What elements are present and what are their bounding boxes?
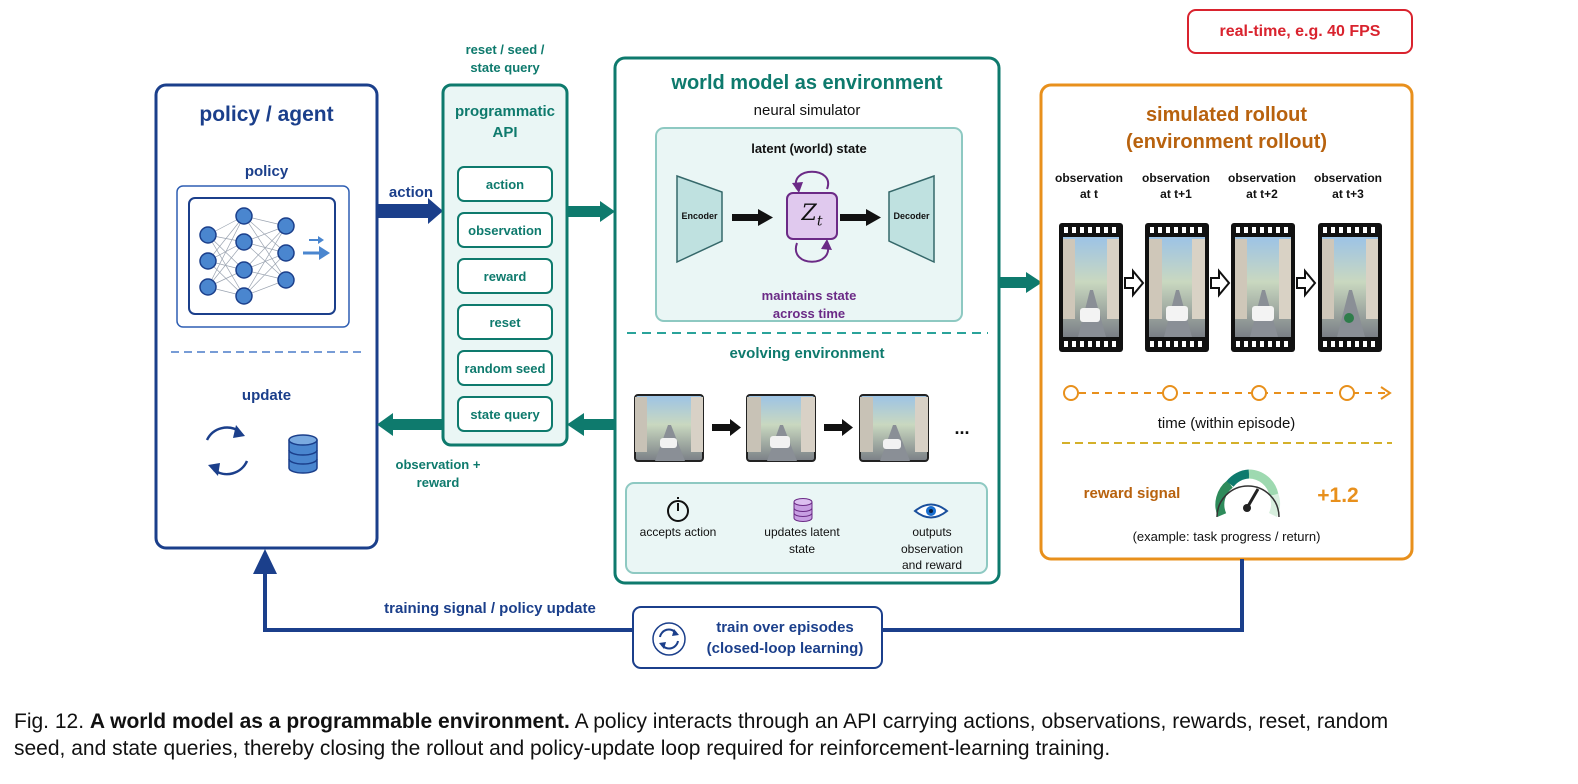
database-icon bbox=[288, 434, 318, 474]
timeline bbox=[1063, 385, 1392, 401]
film-frame-t3 bbox=[1318, 223, 1382, 352]
decoder-label: Decoder bbox=[893, 211, 930, 221]
feature-updates-latent-line1: updates latent bbox=[764, 525, 840, 539]
api-item-reset: reset bbox=[457, 304, 553, 340]
realtime-badge-text: real-time, e.g. 40 FPS bbox=[1219, 23, 1381, 40]
rollout-title-line1: simulated rollout bbox=[1145, 104, 1308, 126]
world-model-title: world model as environment bbox=[671, 72, 943, 94]
feature-accepts-action: accepts action bbox=[639, 525, 717, 539]
caption-bold: A world model as a programmable environm… bbox=[89, 710, 570, 733]
rollout-panel bbox=[1039, 83, 1414, 561]
observation-reward-arrow bbox=[377, 413, 443, 436]
realtime-badge bbox=[1187, 9, 1413, 54]
feature-updates-latent-line2: state bbox=[788, 542, 815, 556]
loop-box-line1: train over episodes bbox=[716, 619, 854, 636]
encoder-shape bbox=[676, 174, 723, 264]
obs-t2-line2: at t+2 bbox=[1246, 187, 1278, 201]
encoder-label: Encoder bbox=[681, 211, 718, 221]
feedback-loop-arrowhead bbox=[253, 549, 277, 574]
obs-t3-line1: observation bbox=[1313, 171, 1382, 185]
evolving-frame-3 bbox=[859, 394, 929, 462]
obs-t3-line2: at t+3 bbox=[1332, 187, 1364, 201]
feature-outputs-line1: outputs bbox=[912, 525, 952, 539]
latent-database-icon bbox=[793, 498, 813, 522]
action-arrow bbox=[377, 198, 443, 224]
api-to-world-arrow bbox=[567, 201, 615, 222]
film-arrow-2 bbox=[1210, 268, 1231, 298]
encoder-to-latent-arrow bbox=[732, 209, 773, 226]
latent-symbol: Zt bbox=[801, 201, 823, 230]
decoder-shape bbox=[888, 174, 935, 264]
evolving-ellipsis: ... bbox=[954, 418, 970, 438]
figure-caption: Fig. 12. A world model as a programmable… bbox=[14, 708, 1564, 762]
film-frame-t bbox=[1059, 223, 1123, 352]
film-arrow-3 bbox=[1296, 268, 1317, 298]
feature-outputs-line3: and reward bbox=[901, 558, 963, 572]
world-to-rollout-arrow bbox=[999, 272, 1042, 293]
action-arrow-label: action bbox=[388, 184, 434, 201]
observation-reward-label-line1: observation + bbox=[395, 457, 481, 472]
example-note: (example: task progress / return) bbox=[1132, 529, 1321, 544]
obs-t1-line1: observation bbox=[1141, 171, 1210, 185]
reward-signal-label: reward signal bbox=[1083, 485, 1181, 502]
feedback-loop-line-left bbox=[263, 570, 633, 632]
evolving-arrow-1 bbox=[712, 419, 741, 436]
reward-value: +1.2 bbox=[1317, 484, 1359, 507]
feature-outputs-line2: observation bbox=[900, 542, 964, 556]
latent-subscript: t bbox=[816, 213, 823, 230]
api-title-line2: API bbox=[492, 124, 518, 141]
training-signal-label: training signal / policy update bbox=[384, 600, 596, 617]
world-model-subtitle: neural simulator bbox=[753, 102, 861, 119]
obs-t-line1: observation bbox=[1054, 171, 1123, 185]
update-label: update bbox=[241, 387, 292, 404]
film-frame-t1 bbox=[1145, 223, 1209, 352]
api-item-random-seed: random seed bbox=[457, 350, 553, 386]
timer-icon bbox=[667, 497, 689, 522]
policy-network-frame-inner bbox=[188, 197, 336, 315]
api-item-reward: reward bbox=[457, 258, 553, 294]
policy-label: policy bbox=[244, 163, 289, 180]
world-to-api-arrow bbox=[567, 413, 616, 436]
network-output-arrows bbox=[303, 236, 330, 260]
loop-box bbox=[632, 606, 883, 669]
latent-state-title: latent (world) state bbox=[751, 141, 867, 156]
film-frame-t2 bbox=[1231, 223, 1295, 352]
api-item-observation: observation bbox=[457, 212, 553, 248]
evolving-environment-title: evolving environment bbox=[729, 345, 885, 362]
rollout-title-line2: (environment rollout) bbox=[1125, 131, 1328, 153]
gauge-icon bbox=[1215, 469, 1281, 518]
caption-prefix: Fig. 12. bbox=[14, 710, 85, 733]
api-item-state-query: state query bbox=[457, 396, 553, 432]
caption-rest-line1: A policy interacts through an API carryi… bbox=[569, 710, 1389, 733]
loop-refresh-icon bbox=[652, 622, 686, 656]
api-top-label-line2: state query bbox=[470, 60, 540, 75]
obs-t2-line1: observation bbox=[1227, 171, 1296, 185]
feedback-loop-line-right bbox=[882, 559, 1244, 632]
obs-t-line2: at t bbox=[1080, 187, 1098, 201]
policy-panel-title: policy / agent bbox=[199, 103, 334, 126]
loop-box-line2: (closed-loop learning) bbox=[706, 640, 864, 657]
latent-state-node bbox=[786, 192, 838, 240]
features-box bbox=[625, 482, 988, 574]
latent-loop-bottom bbox=[794, 242, 830, 263]
api-item-action: action bbox=[457, 166, 553, 202]
latent-to-decoder-arrow bbox=[840, 209, 881, 226]
maintains-state-line1: maintains state bbox=[761, 288, 857, 303]
evolving-frame-1 bbox=[634, 394, 704, 462]
api-top-label-line1: reset / seed / bbox=[465, 42, 545, 57]
maintains-state-line2: across time bbox=[772, 306, 846, 321]
film-arrow-1 bbox=[1124, 268, 1145, 298]
time-label: time (within episode) bbox=[1157, 415, 1296, 432]
api-title-line1: programmatic bbox=[454, 103, 556, 120]
observation-reward-label-line2: reward bbox=[416, 475, 460, 490]
evolving-frame-2 bbox=[746, 394, 816, 462]
obs-t1-line2: at t+1 bbox=[1160, 187, 1192, 201]
caption-line1: Fig. 12. A world model as a programmable… bbox=[14, 708, 1564, 735]
caption-line2: seed, and state queries, thereby closing… bbox=[14, 737, 1111, 760]
eye-icon bbox=[913, 503, 949, 519]
evolving-arrow-2 bbox=[824, 419, 853, 436]
